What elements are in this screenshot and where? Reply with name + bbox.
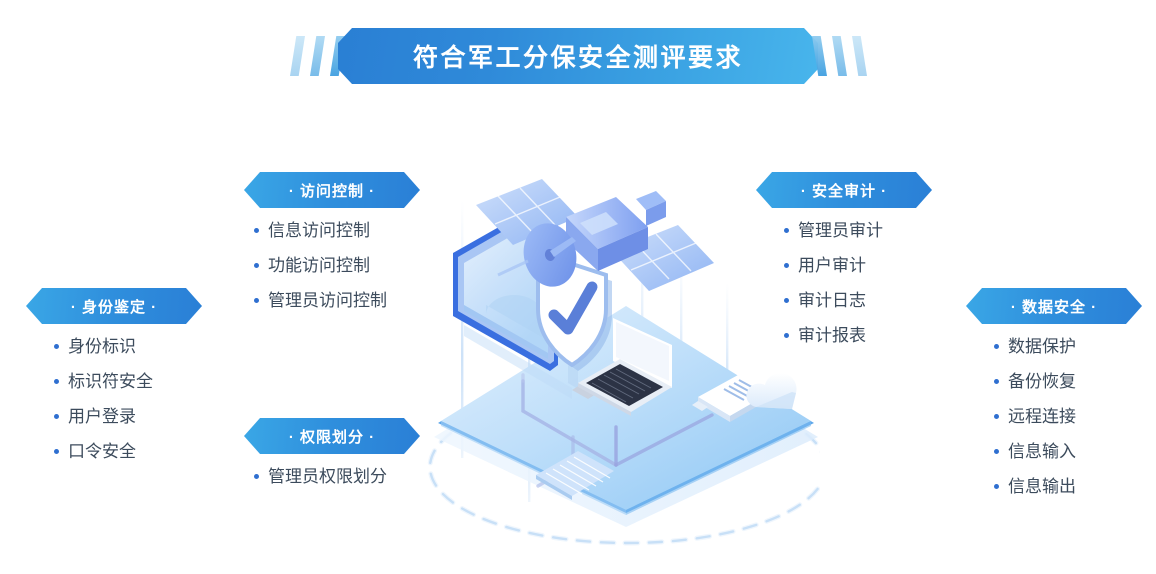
laptop-icon [572, 318, 672, 416]
list-item-label: 身份标识 [68, 337, 136, 356]
isometric-security-platform-illustration [420, 175, 820, 565]
group-security-audit-items: 管理员审计 用户审计 审计日志 审计报表 [756, 222, 932, 344]
chevron-bars-right-icon [808, 36, 872, 76]
list-item[interactable]: 身份标识 [54, 338, 202, 355]
group-access-control-header[interactable]: · 访问控制 · [244, 172, 420, 208]
group-identity-items: 身份标识 标识符安全 用户登录 口令安全 [26, 338, 202, 460]
chevron-bar-icon [310, 36, 325, 76]
cloud-icon [746, 373, 797, 409]
bullet-dot-icon [54, 414, 59, 419]
list-item[interactable]: 口令安全 [54, 443, 202, 460]
list-item[interactable]: 管理员访问控制 [254, 292, 420, 309]
list-item-label: 备份恢复 [1008, 372, 1076, 391]
list-item-label: 信息输出 [1008, 477, 1076, 496]
list-item[interactable]: 审计日志 [784, 292, 932, 309]
bullet-dot-icon [784, 298, 789, 303]
list-item-label: 管理员访问控制 [268, 291, 387, 310]
bullet-dot-icon [784, 263, 789, 268]
list-item[interactable]: 功能访问控制 [254, 257, 420, 274]
group-security-audit-header[interactable]: · 安全审计 · [756, 172, 932, 208]
group-access-control-label: · 访问控制 · [288, 182, 376, 200]
list-item-label: 管理员权限划分 [268, 467, 387, 486]
list-item-label: 数据保护 [1008, 337, 1076, 356]
bullet-dot-icon [994, 344, 999, 349]
bullet-dot-icon [54, 344, 59, 349]
list-item[interactable]: 用户登录 [54, 408, 202, 425]
list-item[interactable]: 审计报表 [784, 327, 932, 344]
group-access-control: · 访问控制 · 信息访问控制 功能访问控制 管理员访问控制 [244, 172, 420, 327]
bullet-dot-icon [54, 449, 59, 454]
list-item-label: 信息输入 [1008, 442, 1076, 461]
bullet-dot-icon [994, 484, 999, 489]
shield-stem [568, 365, 578, 389]
group-data-security-header[interactable]: · 数据安全 · [966, 288, 1142, 324]
bullet-dot-icon [254, 263, 259, 268]
bullet-dot-icon [254, 298, 259, 303]
list-item[interactable]: 数据保护 [994, 338, 1142, 355]
group-privilege-division-header[interactable]: · 权限划分 · [244, 418, 420, 454]
keyboard-icon [536, 451, 614, 500]
group-data-security-label: · 数据安全 · [1010, 298, 1098, 316]
list-item-label: 远程连接 [1008, 407, 1076, 426]
bullet-dot-icon [254, 228, 259, 233]
list-item[interactable]: 管理员权限划分 [254, 468, 420, 485]
list-item-label: 审计报表 [798, 326, 866, 345]
bullet-dot-icon [54, 379, 59, 384]
group-privilege-division: · 权限划分 · 管理员权限划分 [244, 418, 420, 503]
list-item-label: 审计日志 [798, 291, 866, 310]
group-data-security-items: 数据保护 备份恢复 远程连接 信息输入 信息输出 [966, 338, 1142, 495]
chevron-bar-icon [852, 36, 867, 76]
group-security-audit-label: · 安全审计 · [800, 182, 888, 200]
group-access-control-items: 信息访问控制 功能访问控制 管理员访问控制 [244, 222, 420, 309]
list-item-label: 用户登录 [68, 407, 136, 426]
group-identity: · 身份鉴定 · 身份标识 标识符安全 用户登录 口令安全 [26, 288, 202, 478]
list-item[interactable]: 信息访问控制 [254, 222, 420, 239]
list-item-label: 信息访问控制 [268, 221, 370, 240]
satellite-icon [476, 179, 714, 291]
chevron-bar-icon [832, 36, 847, 76]
bullet-dot-icon [254, 474, 259, 479]
chevron-bar-icon [290, 36, 305, 76]
group-privilege-division-label: · 权限划分 · [288, 428, 376, 446]
list-item-label: 功能访问控制 [268, 256, 370, 275]
list-item-label: 口令安全 [68, 442, 136, 461]
bullet-dot-icon [784, 333, 789, 338]
list-item[interactable]: 用户审计 [784, 257, 932, 274]
list-item[interactable]: 信息输出 [994, 478, 1142, 495]
list-item[interactable]: 管理员审计 [784, 222, 932, 239]
group-security-audit: · 安全审计 · 管理员审计 用户审计 审计日志 审计报表 [756, 172, 932, 362]
banner-title-plate: 符合军工分保安全测评要求 [338, 28, 818, 84]
page-header-banner: 符合军工分保安全测评要求 [0, 28, 1156, 86]
shield-check-icon [536, 261, 612, 371]
bullet-dot-icon [784, 228, 789, 233]
bullet-dot-icon [994, 414, 999, 419]
bullet-dot-icon [994, 449, 999, 454]
bullet-dot-icon [994, 379, 999, 384]
group-identity-label: · 身份鉴定 · [70, 298, 158, 316]
group-data-security: · 数据安全 · 数据保护 备份恢复 远程连接 信息输入 信息输出 [966, 288, 1142, 513]
list-item[interactable]: 备份恢复 [994, 373, 1142, 390]
list-item[interactable]: 信息输入 [994, 443, 1142, 460]
group-identity-header[interactable]: · 身份鉴定 · [26, 288, 202, 324]
list-item-label: 标识符安全 [68, 372, 153, 391]
list-item[interactable]: 远程连接 [994, 408, 1142, 425]
group-privilege-division-items: 管理员权限划分 [244, 468, 420, 485]
list-item[interactable]: 标识符安全 [54, 373, 202, 390]
list-item-label: 用户审计 [798, 256, 866, 275]
page-title: 符合军工分保安全测评要求 [412, 44, 743, 72]
monitor-base-shadow [464, 325, 572, 399]
list-item-label: 管理员审计 [798, 221, 883, 240]
chevron-bar-icon [812, 36, 827, 76]
